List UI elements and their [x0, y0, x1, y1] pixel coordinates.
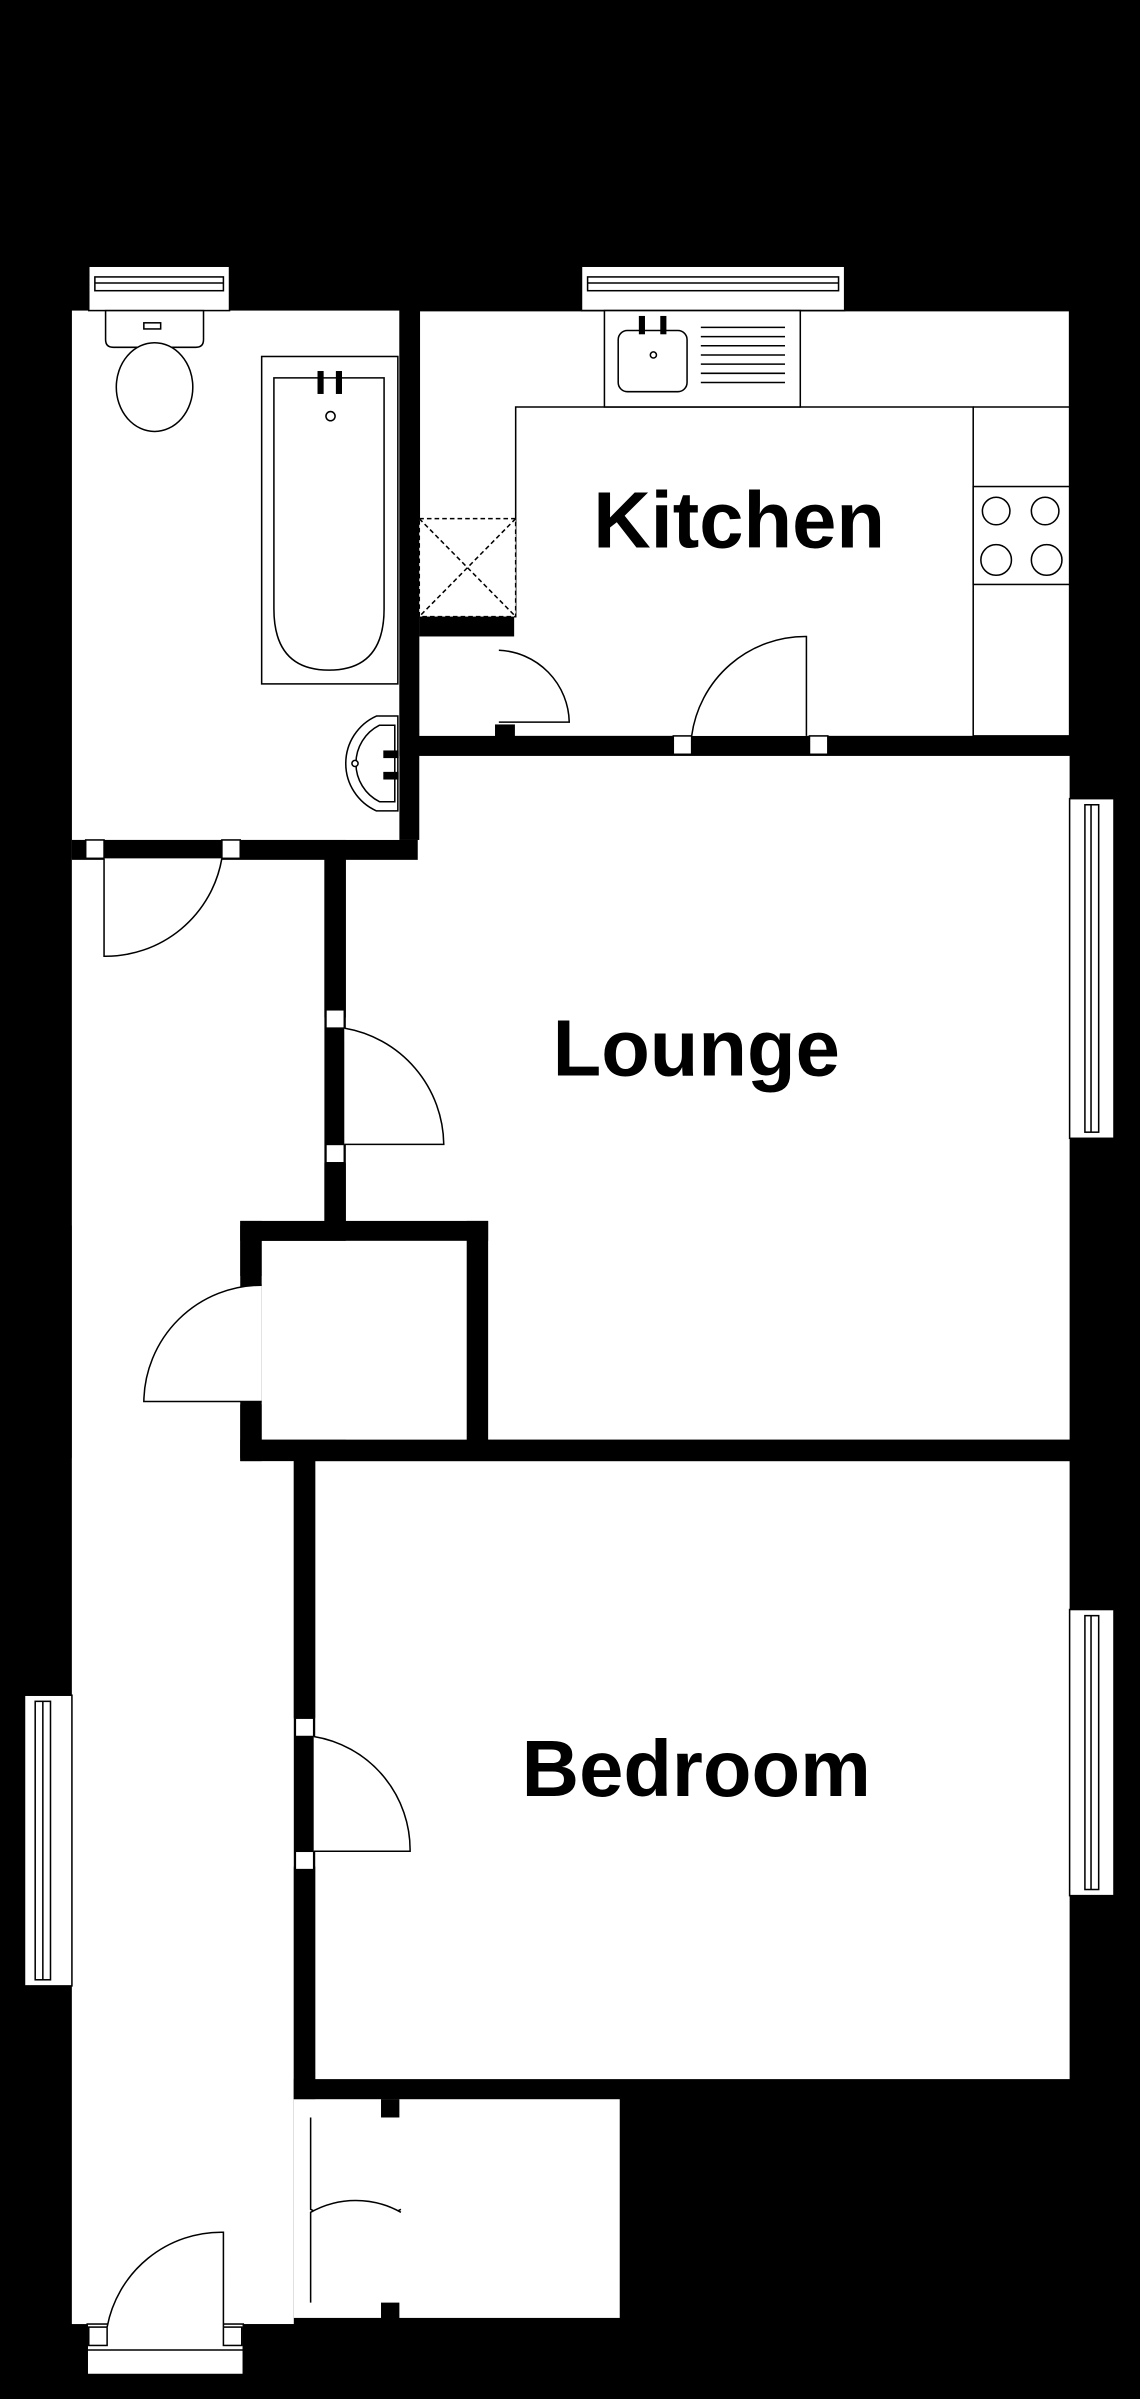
- door-store-jamb: [495, 724, 515, 737]
- window-entrance: [86, 2323, 245, 2376]
- wall-cupboard-top: [240, 1220, 489, 1241]
- boiler-icon: [418, 517, 517, 618]
- wall-hall-lounge-2: [324, 1162, 346, 1224]
- wall-bath-kitchen: [399, 310, 420, 840]
- wall-hall-bedroom-1: [293, 1461, 316, 1719]
- kitchen-store-floor: [419, 636, 515, 736]
- wall-bath-hall: [71, 839, 418, 860]
- door-bedroom: [313, 1735, 411, 1853]
- wall-hall-lounge-1: [324, 859, 346, 1018]
- bedroom-floor: [315, 1461, 1070, 2080]
- door-kitchen: [690, 635, 808, 737]
- window-hallway: [23, 1694, 73, 1987]
- door-lounge: [344, 1027, 445, 1146]
- window-bathroom: [87, 265, 231, 312]
- hallway-floor-lower: [71, 1458, 294, 2325]
- hob-icon: [972, 485, 1071, 586]
- wall-porch-jamb-bottom: [381, 2302, 400, 2321]
- wash-basin-icon: [345, 715, 399, 812]
- kitchen-sink-icon: [603, 309, 802, 408]
- windows: [23, 265, 1115, 2376]
- toilet-icon: [104, 309, 205, 433]
- door-entrance: [106, 2231, 225, 2328]
- wall-kitchen-lounge: [419, 735, 1070, 756]
- bath-icon: [260, 355, 399, 685]
- lounge-label: Lounge: [553, 1004, 840, 1093]
- door-bathroom: [103, 858, 223, 958]
- door-cupboard: [143, 1284, 262, 1403]
- wall-lounge-bedroom: [240, 1439, 1070, 1462]
- window-bedroom: [1068, 1608, 1115, 1897]
- cupboard-floor: [261, 1240, 467, 1440]
- fixtures: [104, 309, 1071, 812]
- window-kitchen: [580, 265, 846, 312]
- bedroom-label: Bedroom: [522, 1724, 871, 1813]
- door-porch-lower: [309, 2199, 402, 2303]
- doors: [84, 635, 829, 2347]
- door-kitchen-store: [498, 649, 571, 723]
- wall-bedroom-bottom: [293, 2079, 1070, 2100]
- window-lounge: [1068, 797, 1115, 1140]
- wall-cupboard-left-1: [240, 1220, 262, 1276]
- door-jambs: [84, 735, 829, 2347]
- walls: [71, 310, 1070, 2321]
- wall-porch-jamb-top: [381, 2099, 400, 2118]
- wall-kitchen-store-top: [419, 616, 515, 637]
- room-labels: Kitchen Lounge Bedroom: [522, 476, 885, 1813]
- kitchen-label: Kitchen: [593, 476, 885, 565]
- wall-cupboard-right: [466, 1220, 489, 1459]
- wall-hall-bedroom-2: [293, 1866, 316, 2100]
